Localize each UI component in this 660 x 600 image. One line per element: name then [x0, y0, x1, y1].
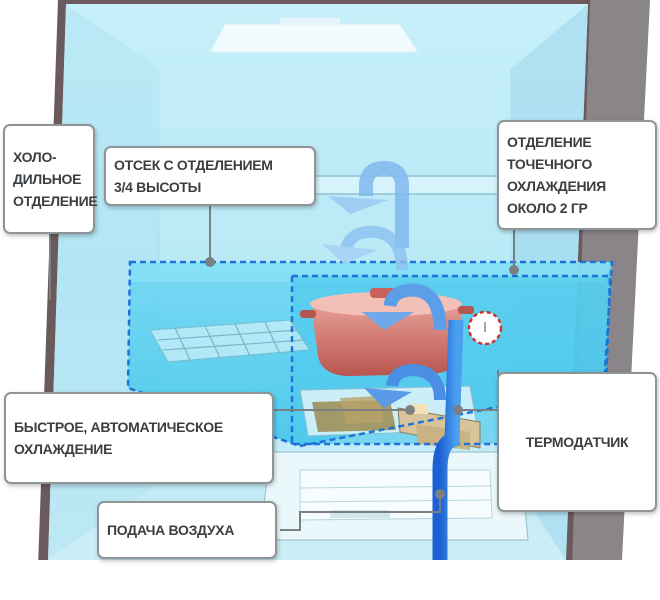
label-fast-cooling: БЫСТРОЕ, АВТОМАТИЧЕСКОЕ ОХЛАЖДЕНИЕ: [4, 392, 274, 484]
label-line: ОХЛАЖДЕНИЕ: [14, 441, 113, 457]
label-line: ПОДАЧА ВОЗДУХА: [107, 522, 235, 538]
sensor-marker: [467, 310, 503, 346]
label-three-quarter-compartment: ОТСЕК С ОТДЕЛЕНИЕМ 3/4 ВЫСОТЫ: [104, 146, 316, 206]
label-line: ОХЛАЖДЕНИЯ: [507, 178, 606, 194]
label-line: ТОЧЕЧНОГО: [507, 156, 593, 172]
label-air-supply: ПОДАЧА ВОЗДУХА: [97, 501, 277, 559]
label-line: ОТДЕЛЕНИЕ: [13, 193, 98, 209]
label-line: БЫСТРОЕ, АВТОМАТИЧЕСКОЕ: [14, 419, 223, 435]
ceiling-lamp: [209, 18, 419, 53]
label-line: 3/4 ВЫСОТЫ: [114, 179, 202, 195]
air-flow-arrows: [322, 160, 464, 560]
label-line: ОКОЛО 2 ГР: [507, 200, 588, 216]
label-cold-compartment: ХОЛО- ДИЛЬНОЕ ОТДЕЛЕНИЕ: [3, 124, 98, 234]
label-spot-cooling: ОТДЕЛЕНИЕ ТОЧЕЧНОГО ОХЛАЖДЕНИЯ ОКОЛО 2 Г…: [497, 120, 657, 230]
wire-shelf: [149, 319, 312, 363]
label-thermo-sensor: ТЕРМОДАТЧИК: [497, 372, 657, 512]
label-line: ОТДЕЛЕНИЕ: [507, 134, 592, 150]
bottom-fade: [0, 560, 660, 600]
leader-dots: [205, 257, 519, 499]
label-line: ОТСЕК С ОТДЕЛЕНИЕМ: [114, 157, 273, 173]
label-line: ТЕРМОДАТЧИК: [525, 434, 629, 450]
label-line: ХОЛО-: [13, 149, 57, 165]
label-line: ДИЛЬНОЕ: [13, 171, 82, 187]
